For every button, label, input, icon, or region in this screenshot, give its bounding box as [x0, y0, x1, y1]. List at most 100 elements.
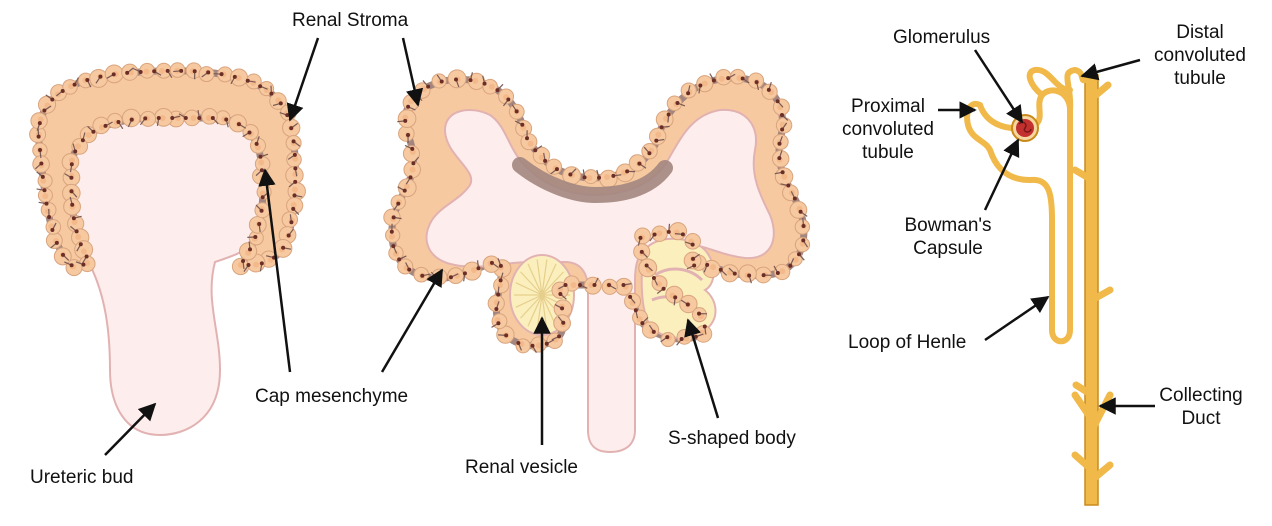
stroma-nucleus: [653, 233, 657, 237]
stroma-nucleus: [686, 302, 690, 306]
stroma-nucleus: [292, 139, 296, 143]
stroma-nucleus: [496, 293, 500, 297]
stroma-nucleus: [525, 136, 529, 140]
stroma-nucleus: [667, 113, 671, 117]
stroma-nucleus: [38, 148, 42, 152]
stroma-nucleus: [61, 253, 65, 257]
stroma-nucleus: [260, 209, 264, 213]
stroma-nucleus: [143, 116, 147, 120]
stroma-nucleus: [675, 101, 679, 105]
stroma-nucleus: [261, 195, 265, 199]
stroma-nucleus: [104, 124, 108, 128]
stroma-nucleus: [255, 142, 259, 146]
s-shaped-body-label: S-shaped body: [668, 427, 796, 450]
cell-nucleus: [389, 234, 395, 240]
proximal-line-2: convoluted: [836, 118, 940, 141]
stroma-nucleus: [476, 266, 480, 270]
cell-nucleus: [410, 167, 416, 173]
cell-nucleus: [159, 68, 165, 74]
stroma-nucleus: [247, 130, 251, 134]
cell-nucleus: [781, 174, 787, 180]
stroma-nucleus: [777, 156, 781, 160]
stroma-nucleus: [592, 283, 596, 287]
stroma-nucleus: [170, 116, 174, 120]
stroma-nucleus: [788, 264, 792, 268]
stroma-nucleus: [640, 250, 644, 254]
arrow-icon: [382, 270, 442, 372]
stroma-nucleus: [407, 268, 411, 272]
stroma-nucleus: [712, 78, 716, 82]
stroma-nucleus: [233, 75, 237, 79]
cell-nucleus: [702, 81, 708, 87]
cell-nucleus: [421, 86, 427, 92]
stroma-nucleus: [583, 175, 587, 179]
stroma-nucleus: [564, 283, 568, 287]
stroma-nucleus: [287, 233, 291, 237]
stroma-nucleus: [406, 133, 410, 137]
stroma-nucleus: [91, 130, 95, 134]
cell-nucleus: [604, 174, 610, 180]
stroma-nucleus: [292, 193, 296, 197]
cell-nucleus: [489, 84, 495, 90]
stroma-nucleus: [561, 321, 565, 325]
stroma-nucleus: [543, 159, 547, 163]
stroma-nucleus: [560, 306, 564, 310]
cell-nucleus: [683, 336, 689, 342]
cell-nucleus: [75, 234, 81, 240]
stroma-nucleus: [776, 99, 780, 103]
stroma-nucleus: [499, 278, 503, 282]
stroma-nucleus: [70, 162, 74, 166]
stroma-nucleus: [515, 109, 519, 113]
stroma-nucleus: [390, 230, 394, 234]
stroma-nucleus: [463, 271, 467, 275]
stroma-nucleus: [293, 166, 297, 170]
stroma-nucleus: [516, 341, 520, 345]
ureteric-bud-shape: [70, 118, 270, 435]
bowmans-line-1: Bowman's: [900, 214, 996, 237]
stroma-nucleus: [691, 257, 695, 261]
arrow-icon: [985, 297, 1048, 340]
stroma-nucleus: [426, 85, 430, 89]
stroma-nucleus: [719, 268, 723, 272]
cell-nucleus: [710, 264, 716, 270]
proximal-tubule-label: Proximal convoluted tubule: [836, 95, 940, 164]
renal-vesicle-label: Renal vesicle: [465, 456, 578, 479]
cell-nucleus: [45, 208, 51, 214]
stroma-nucleus: [780, 127, 784, 131]
stroma-nucleus: [157, 116, 161, 120]
stroma-nucleus: [555, 167, 559, 171]
stroma-nucleus: [253, 235, 257, 239]
stroma-nucleus: [680, 337, 684, 341]
stroma-nucleus: [279, 101, 283, 105]
stroma-nucleus: [85, 78, 89, 82]
loop-of-henle-label: Loop of Henle: [848, 331, 966, 354]
stroma-nucleus: [269, 92, 273, 96]
stroma-nucleus: [403, 189, 407, 193]
cell-nucleus: [655, 132, 661, 138]
collecting-duct-label: Collecting Duct: [1156, 384, 1246, 430]
stroma-nucleus: [799, 210, 803, 214]
stroma-nucleus: [494, 307, 498, 311]
stroma-nucleus: [39, 161, 43, 165]
stroma-nucleus: [637, 162, 641, 166]
stroma-nucleus: [530, 344, 534, 348]
ureteric-bud-label: Ureteric bud: [30, 466, 134, 489]
stroma-nucleus: [703, 325, 707, 329]
stroma-nucleus: [660, 125, 664, 129]
stroma-nucleus: [50, 98, 54, 102]
stroma-nucleus: [293, 180, 297, 184]
stroma-nucleus: [291, 207, 295, 211]
stroma-nucleus: [116, 120, 120, 124]
stroma-nucleus: [697, 312, 701, 316]
stroma-nucleus: [578, 283, 582, 287]
stroma-nucleus: [85, 254, 89, 258]
stroma-nucleus: [408, 175, 412, 179]
cell-nucleus: [571, 282, 577, 288]
distal-line-3: tubule: [1148, 67, 1252, 90]
arrow-icon: [290, 38, 318, 120]
stroma-nucleus: [125, 71, 129, 75]
stroma-nucleus: [166, 69, 170, 73]
stroma-nucleus: [184, 116, 188, 120]
stroma-nucleus: [640, 321, 644, 325]
stroma-nucleus: [490, 261, 494, 265]
